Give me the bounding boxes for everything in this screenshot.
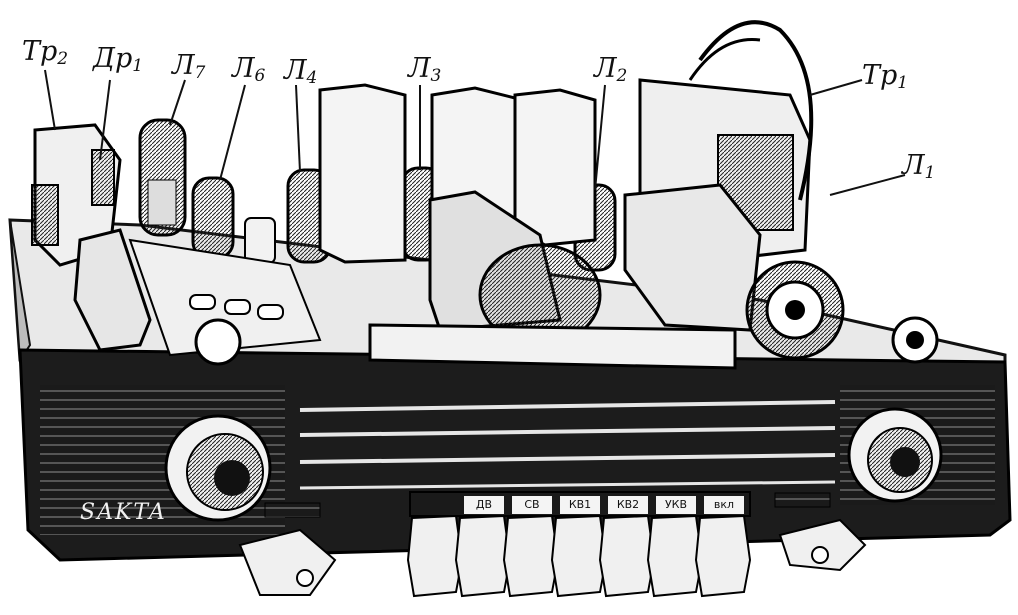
label-tr2: Тр2 — [22, 36, 69, 69]
label-l4: Л4 — [284, 55, 318, 88]
band-key-label: СВ — [512, 496, 552, 514]
band-key[interactable] — [406, 514, 464, 598]
right-gear — [891, 316, 939, 364]
band-key[interactable] — [502, 514, 560, 598]
label-tr1: Тр1 — [862, 60, 909, 93]
band-key-label: вкл — [704, 496, 744, 514]
resistor-board — [128, 238, 322, 366]
band-key-label: КВ1 — [560, 496, 600, 514]
if-transformer-cans — [318, 83, 597, 264]
speaker-l1 — [623, 183, 845, 360]
dial-scale — [299, 400, 836, 490]
tone-lever-right[interactable] — [778, 518, 867, 572]
brand-logo: SAKTA — [80, 500, 167, 525]
label-l7: Л7 — [172, 50, 206, 83]
band-key[interactable] — [550, 514, 608, 598]
left-scale-marks — [264, 502, 321, 518]
tone-lever-left[interactable] — [238, 528, 337, 596]
label-l2: Л2 — [594, 53, 628, 86]
label-l3: Л3 — [408, 53, 442, 86]
tube-l6 — [191, 176, 235, 260]
label-l1: Л1 — [902, 150, 936, 183]
front-shelf — [368, 323, 737, 370]
band-key[interactable] — [646, 514, 704, 598]
band-key-label: КВ2 — [608, 496, 648, 514]
band-key[interactable] — [694, 514, 752, 598]
tube-l7 — [138, 118, 187, 237]
capacitor-small — [244, 217, 276, 264]
tuning-knob[interactable] — [847, 407, 943, 503]
label-l6: Л6 — [232, 53, 266, 86]
leader-lines — [44, 69, 906, 196]
band-key[interactable] — [598, 514, 656, 598]
volume-knob[interactable] — [164, 414, 272, 522]
band-key[interactable] — [454, 514, 512, 598]
choke-dr1 — [73, 228, 152, 352]
right-scale-marks — [774, 492, 831, 508]
band-key-label: ДВ — [464, 496, 504, 514]
tuning-drum — [428, 190, 602, 347]
band-key-label: УКВ — [656, 496, 696, 514]
label-dr1: Др1 — [93, 43, 144, 76]
